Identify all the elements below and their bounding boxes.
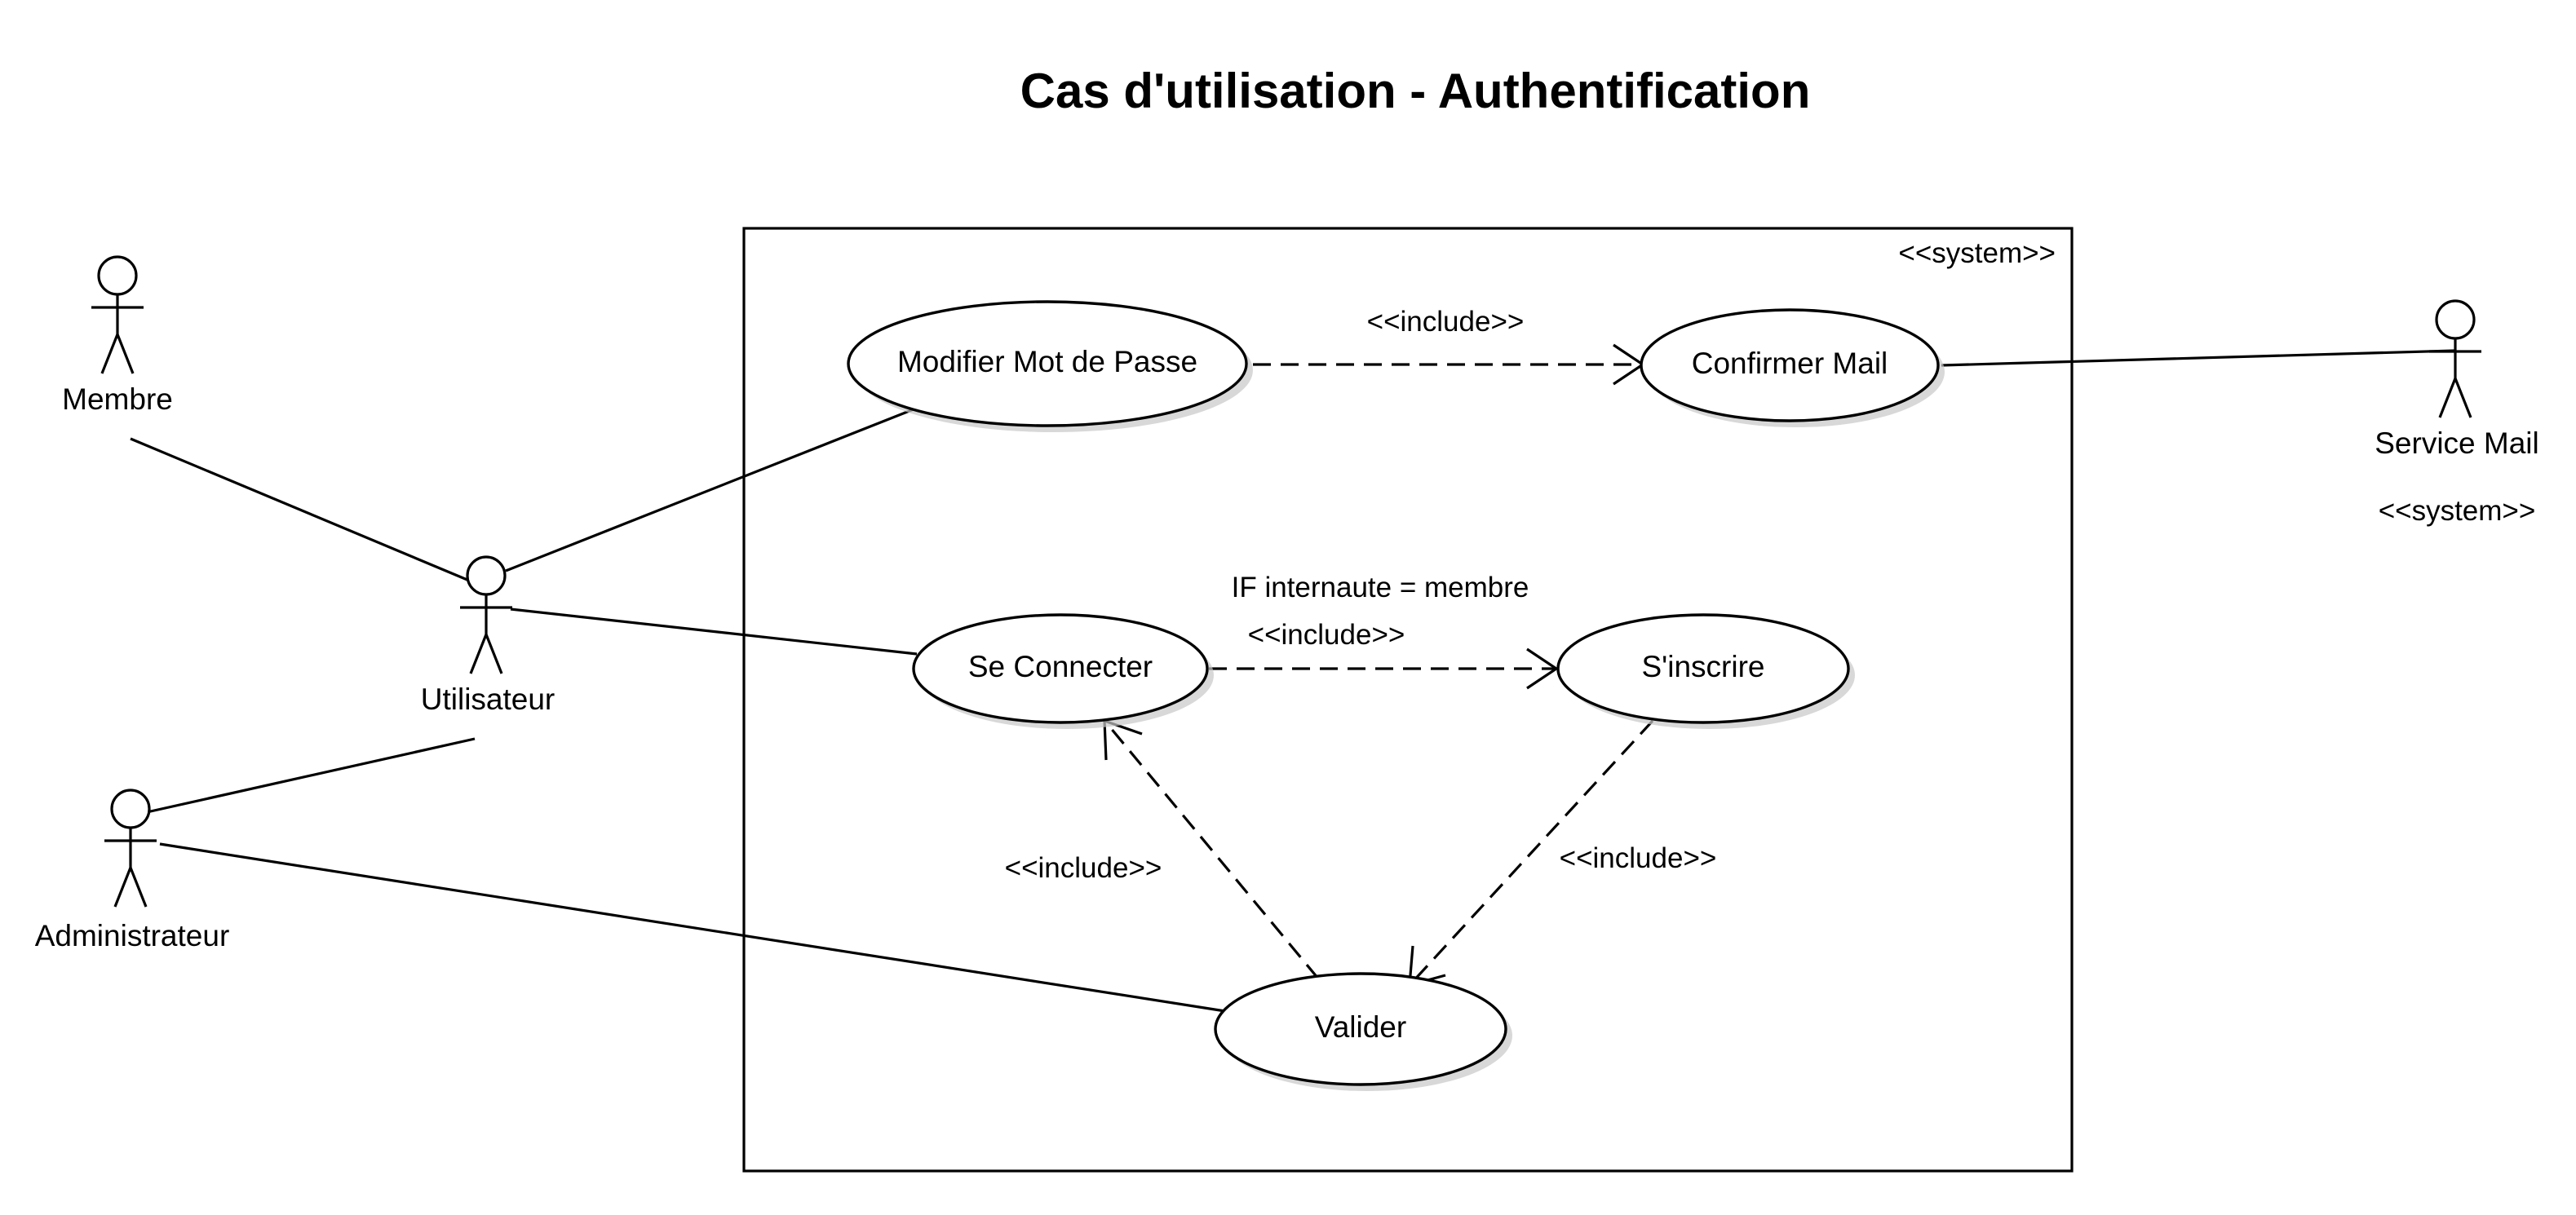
actor-label: Administrateur	[35, 919, 230, 952]
stick-figure-icon	[104, 789, 157, 908]
include-arrow-inscrire-valider	[1410, 719, 1654, 985]
use-case-modifier-mot-de-passe[interactable]: Modifier Mot de Passe	[847, 300, 1253, 432]
actor-label: Utilisateur	[421, 683, 555, 716]
use-case-label: Valider	[1315, 1010, 1406, 1044]
stick-figure-icon	[460, 555, 512, 674]
use-case-label: Se Connecter	[968, 650, 1153, 683]
actor-administrateur[interactable]: Administrateur	[35, 789, 230, 952]
include-label-inscrire-valider: <<include>>	[1560, 842, 1717, 874]
include-arrow-valider-connecter	[1104, 721, 1320, 980]
system-boundary[interactable]: <<system>>	[742, 227, 2074, 1173]
use-case-label: Modifier Mot de Passe	[897, 345, 1197, 378]
association-confirmer-servicemail	[1941, 349, 2456, 367]
use-case-label: S'inscrire	[1642, 650, 1765, 683]
association-membre-utilisateur	[130, 437, 474, 584]
system-stereotype: <<system>>	[1898, 237, 2056, 269]
include-label-connecter-inscrire: <<include>>	[1248, 619, 1405, 651]
actor-stereotype: <<system>>	[2379, 495, 2536, 527]
use-case-s-inscrire[interactable]: S'inscrire	[1556, 613, 1855, 729]
include-label-valider-connecter: <<include>>	[1005, 852, 1162, 884]
include-label-modifier-confirmer: <<include>>	[1367, 306, 1525, 338]
stick-figure-icon	[2429, 299, 2481, 418]
association-utilisateur-modifier	[505, 404, 923, 572]
associations	[130, 349, 2456, 1013]
association-administrateur-valider	[159, 842, 1226, 1013]
stick-figure-icon	[91, 255, 144, 374]
association-administrateur-utilisateur	[146, 737, 476, 814]
actor-service-mail[interactable]: Service Mail <<system>>	[2375, 299, 2539, 527]
actor-membre[interactable]: Membre	[62, 255, 173, 416]
use-case-se-connecter[interactable]: Se Connecter	[912, 613, 1214, 729]
association-utilisateur-connecter	[510, 608, 918, 656]
actor-label: Service Mail	[2375, 426, 2539, 460]
use-case-label: Confirmer Mail	[1692, 347, 1888, 380]
use-case-valider[interactable]: Valider	[1214, 972, 1512, 1091]
use-case-confirmer-mail[interactable]: Confirmer Mail	[1640, 308, 1945, 427]
diagram-title: Cas d'utilisation - Authentification	[1020, 64, 1811, 118]
actor-label: Membre	[62, 382, 173, 416]
condition-label: IF internaute = membre	[1232, 572, 1529, 603]
arrowhead-inscrire	[1526, 647, 1559, 690]
arrowhead-connecter	[1103, 718, 1143, 761]
actor-utilisateur[interactable]: Utilisateur	[421, 555, 555, 716]
